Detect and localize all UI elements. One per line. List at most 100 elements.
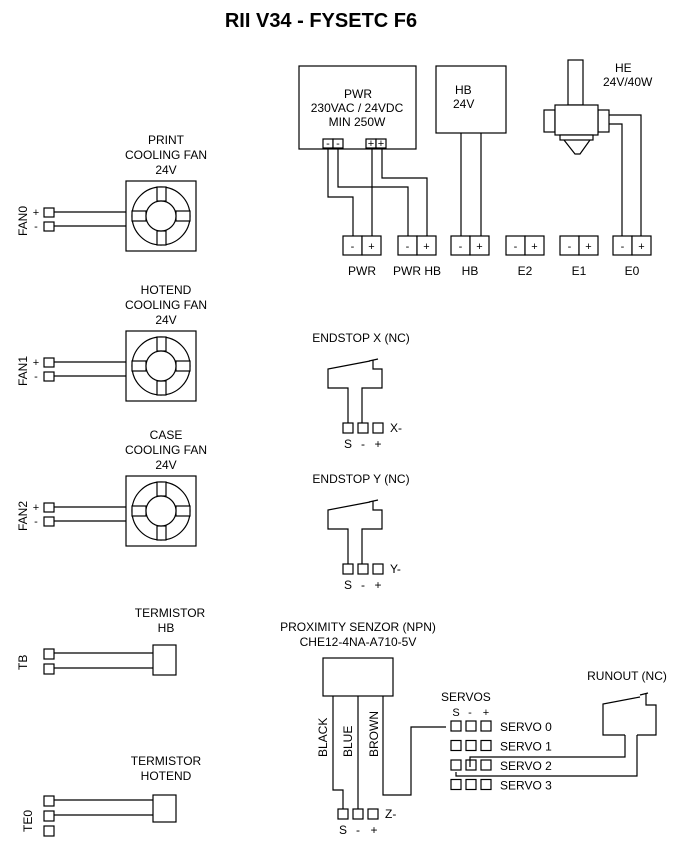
proximity-sensor: PROXIMITY SENZOR (NPN) CHE12-4NA-A710-5V… (280, 620, 446, 837)
fan-port-label: FAN2 (16, 501, 30, 531)
hotend-block (554, 104, 599, 136)
terminal-pos-cell (361, 235, 382, 256)
te0-pin-2 (43, 810, 55, 822)
wire-psu-neg-to-pwr (327, 148, 354, 237)
runout-switch-lever (639, 692, 649, 696)
wire-runout-signal (455, 735, 638, 777)
terminal-pos-cell (524, 235, 545, 256)
fan-pin-plus (43, 357, 55, 368)
terminal-neg-sign: - (514, 241, 518, 253)
power-supply-label: PWR (344, 87, 372, 101)
heatbed-label: HB (455, 83, 472, 97)
thermistor-hotend-subtitle: HOTEND (141, 769, 192, 783)
servo-label: SERVO 2 (500, 759, 552, 773)
servo-pin (465, 720, 477, 732)
terminal-pos-sign: + (423, 241, 429, 253)
fan-minus-sign: - (34, 516, 38, 528)
terminal-pos-sign: + (531, 241, 537, 253)
fan-minus-sign: - (34, 221, 38, 233)
hotend-rating: 24V/40W (603, 75, 653, 89)
psu-neg-sign: - (336, 138, 340, 150)
heatbed-box (435, 65, 507, 134)
wire-hotend-pos (609, 114, 642, 237)
fan-strut (156, 525, 167, 541)
servo-pin (465, 778, 477, 791)
servo-row-2: SERVO 2 (450, 759, 552, 773)
endstop-pin (357, 563, 369, 575)
endstop-switch-right (361, 501, 383, 564)
servo-label: SERVO 1 (500, 740, 552, 754)
terminal-e1: - + E1 (559, 235, 599, 278)
fan-voltage: 24V (155, 313, 176, 327)
psu-pos-sign: + (368, 138, 374, 150)
terminal-neg-sign: - (351, 241, 355, 253)
terminal-label: E1 (572, 264, 587, 278)
fan-strut (131, 360, 147, 372)
servo-label: SERVO 3 (500, 779, 552, 793)
servo-pin (480, 720, 492, 732)
fan-title: CASE (150, 428, 183, 442)
terminal-pwr-hb: -+PWR HB (393, 235, 441, 278)
endstop-pin-label: S (344, 578, 352, 592)
psu-pos-terminal-2 (375, 138, 387, 149)
endstop-pin-label: - (361, 578, 365, 592)
servo-pin-neg-label: - (468, 707, 472, 719)
servo-pin (465, 739, 477, 752)
wire-runout-neg (469, 735, 626, 767)
thermistor-hotend-title: TERMISTOR (131, 754, 202, 768)
terminal-e0: -+E0 (612, 235, 652, 278)
terminal-label: PWR (348, 264, 376, 278)
fan-strut (131, 210, 147, 222)
endstops: ENDSTOP X (NC)S-+X-ENDSTOP Y (NC)S-+Y- (312, 331, 410, 592)
terminal-pos-sign: + (368, 241, 374, 253)
endstop-pin (372, 563, 384, 575)
runout-switch-left (602, 696, 641, 736)
servo-pin (480, 778, 492, 791)
runout-switch-right (637, 693, 657, 736)
hotend-nozzle-tip (563, 139, 591, 155)
power-supply: PWR 230VAC / 24VDC MIN 250W - - + + (298, 65, 417, 150)
fan-voltage: 24V (155, 458, 176, 472)
te0-pin-1 (43, 795, 55, 807)
terminal-neg-sign: - (568, 241, 572, 253)
terminal-label: HB (462, 264, 479, 278)
te0-pin-3 (43, 825, 55, 837)
fan-pin-minus (43, 371, 55, 382)
fan-pin-minus (43, 516, 55, 527)
endstop-y: ENDSTOP Y (NC)S-+Y- (312, 472, 409, 592)
endstop-switch-left (327, 360, 371, 408)
wire-hotend-neg (609, 123, 623, 237)
endstop-port-label: X- (390, 421, 402, 435)
terminal-pos-cell (578, 235, 599, 256)
board-terminals: -+PWR-+PWR HB-+HB-+E2-+E1-+E0 (342, 235, 652, 278)
runout-title: RUNOUT (NC) (587, 669, 667, 683)
servo-label: SERVO 0 (500, 720, 552, 734)
terminal-pos-cell (469, 235, 490, 256)
servo-pin-pos-label: + (483, 707, 489, 719)
endstop-pin-label: + (374, 437, 381, 451)
fan-port-label: FAN0 (16, 206, 30, 236)
fan-title: PRINT (148, 133, 185, 147)
tb-pin-1 (43, 648, 55, 660)
terminal-pos-sign: + (585, 241, 591, 253)
terminal-label: E0 (625, 264, 640, 278)
servos-title: SERVOS (441, 690, 491, 704)
wire-psu-pos-to-pwrhb (381, 148, 428, 237)
fan-plus-sign: + (33, 357, 39, 369)
fan-strut (156, 336, 167, 352)
thermistor-hb-sensor (152, 644, 177, 676)
fan-strut (156, 230, 167, 246)
terminal-hb: -+HB (450, 235, 490, 278)
fan-plus-sign: + (33, 502, 39, 514)
endstop-pin-label: - (361, 437, 365, 451)
fan-strut (175, 505, 191, 517)
terminal-pos-sign: + (476, 241, 482, 253)
fan-strut (175, 210, 191, 222)
thermistor-hotend-port-label: TE0 (21, 810, 35, 832)
power-supply-box (298, 65, 417, 150)
fan-pin-minus (43, 221, 55, 232)
servo-row-1: SERVO 1 (450, 739, 552, 754)
